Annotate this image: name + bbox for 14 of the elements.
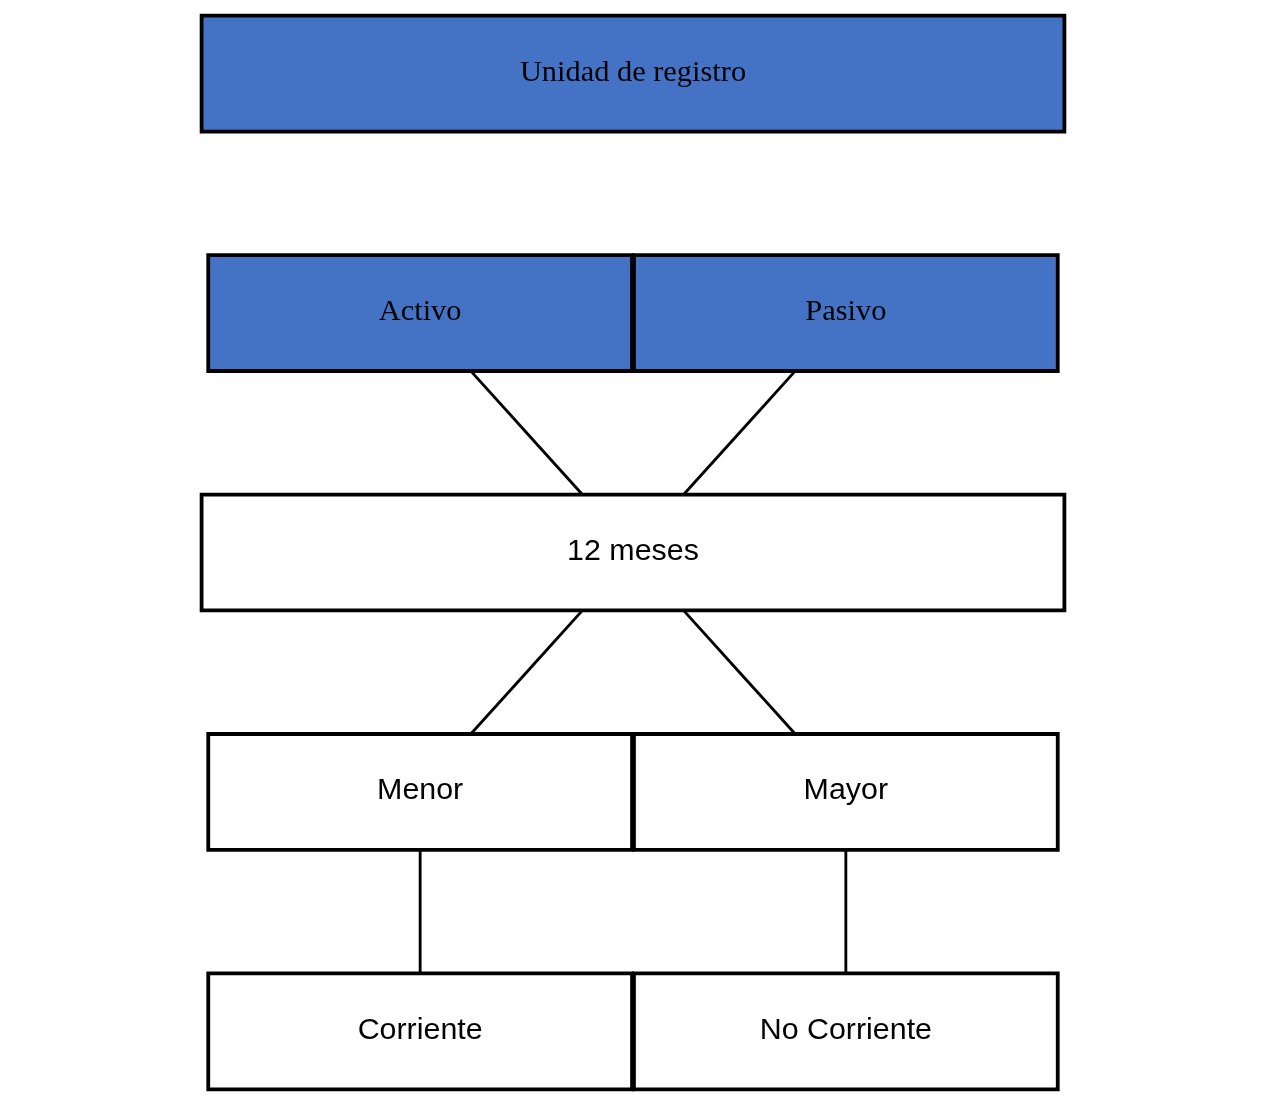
connector (682, 370, 796, 495)
node-box: 12 meses (199, 492, 1066, 613)
node-box: Unidad de registro (199, 13, 1066, 134)
node-box: Mayor (631, 732, 1060, 852)
connector (469, 609, 583, 735)
node-box: Pasivo (631, 253, 1060, 373)
node-box: Menor (205, 732, 634, 852)
node-box: No Corriente (631, 971, 1060, 1092)
connector (418, 850, 422, 973)
connector (682, 609, 796, 735)
node-box: Activo (205, 253, 634, 373)
connector (843, 850, 847, 973)
node-box: Corriente (205, 971, 634, 1092)
connector (469, 370, 583, 495)
